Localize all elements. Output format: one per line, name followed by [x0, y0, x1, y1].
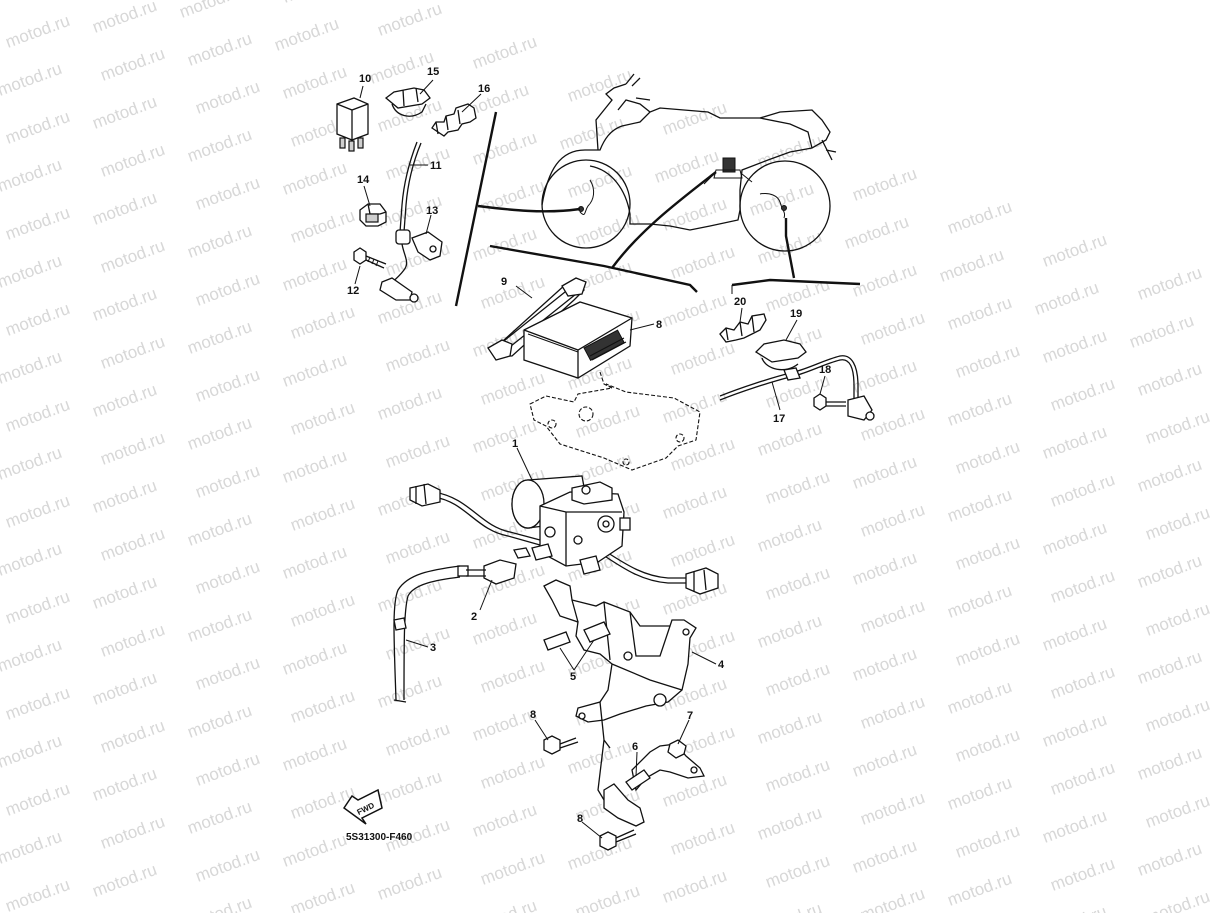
callout-8a: 8: [530, 709, 536, 721]
sensor-14-part: [379, 229, 443, 303]
callout-16: 15: [427, 66, 439, 78]
callout-20: 19: [790, 308, 802, 320]
callout-21: 20: [734, 296, 746, 308]
callout-12: 11: [430, 160, 442, 172]
hose-group: [393, 559, 517, 703]
callout-5: 5: [570, 671, 576, 683]
nut-7-part: [667, 739, 687, 759]
control-unit-group: [487, 277, 701, 471]
bolt-8a-part: [543, 735, 579, 755]
rear-sensor-group: [719, 313, 875, 421]
motorcycle-silhouette: [541, 73, 837, 252]
clamp-17-part: [431, 103, 477, 137]
callout-13: 12: [347, 285, 359, 297]
callout-2: 2: [471, 611, 477, 623]
callout-8b: 8: [577, 813, 583, 825]
callout-14: 13: [426, 205, 438, 217]
callout-1: 1: [512, 438, 518, 450]
section-lines: [454, 111, 861, 307]
fwd-arrow-icon: FWD: [342, 788, 383, 825]
callout-15: 14: [357, 174, 370, 186]
callout-7: 7: [687, 710, 693, 722]
diagram-code: 5S31300-F460: [346, 832, 413, 843]
front-sensor-group: [336, 87, 477, 303]
bolt-8b-part: [599, 829, 637, 851]
callout-9: 8: [656, 319, 662, 331]
relay-part: [336, 97, 369, 152]
holder-15-part: [359, 203, 387, 227]
bolt-13-part: [353, 247, 387, 269]
bracket-group: [543, 579, 705, 827]
callout-18: 17: [773, 413, 785, 425]
callout-leaders: [354, 79, 826, 839]
clamp-16-part: [384, 87, 431, 117]
callout-4: 4: [718, 659, 725, 671]
callout-labels: 10 15 16 11 14 13 12 9 8 20 19 18 17 1 2…: [347, 66, 831, 825]
callout-10: 9: [501, 276, 507, 288]
hydraulic-unit-group: [409, 475, 719, 595]
callout-3: 3: [430, 642, 436, 654]
callout-11: 10: [359, 73, 371, 85]
clamp-6-part: [625, 769, 651, 791]
callout-6: 6: [632, 741, 638, 753]
callout-19: 18: [819, 364, 831, 376]
callout-17: 16: [478, 83, 490, 95]
dampers-5-part: [543, 621, 611, 651]
